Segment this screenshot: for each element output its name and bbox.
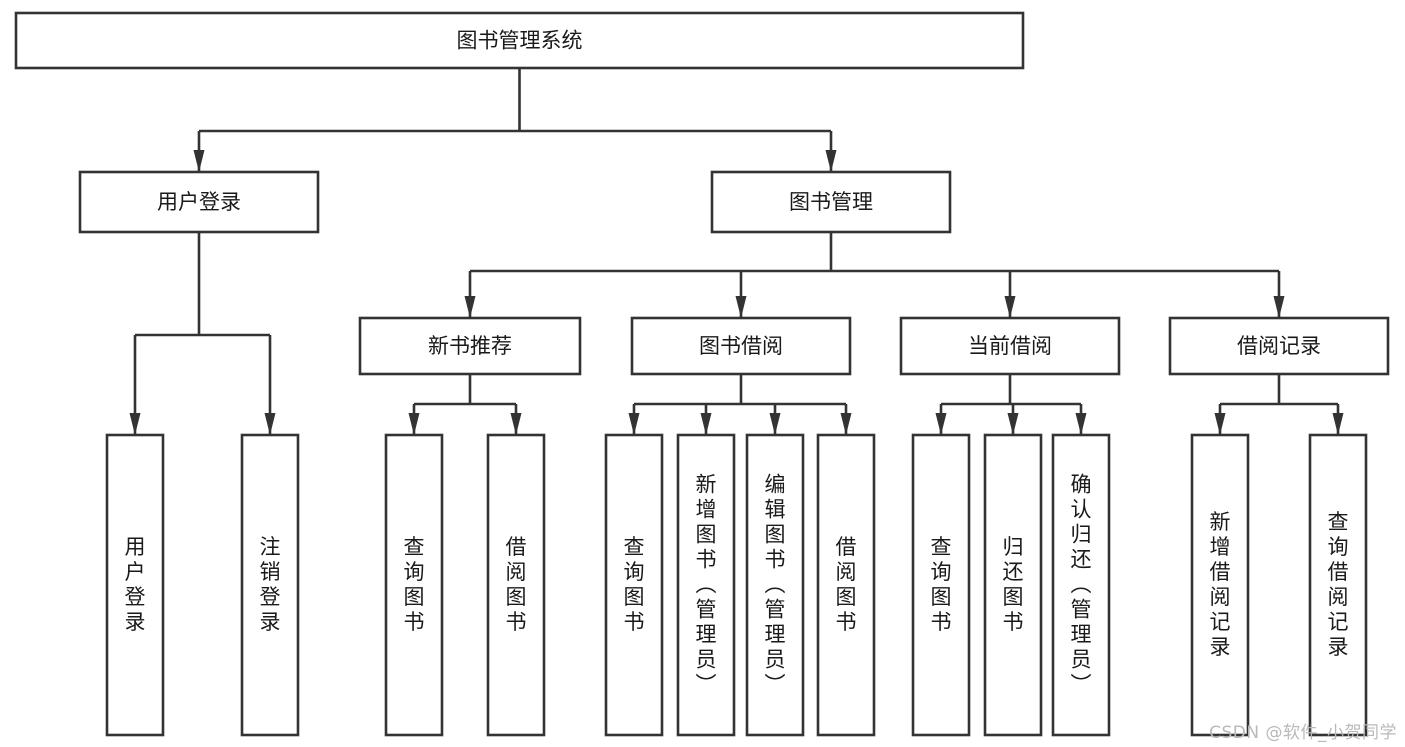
node-label: 确认归还︵管理员︶ — [1071, 473, 1092, 697]
arrow-head-icon — [129, 413, 141, 435]
node-leaf-10[interactable]: 确认归还︵管理员︶ — [1051, 433, 1111, 737]
arrow-head-icon — [1214, 413, 1226, 435]
arrow-head-icon — [1273, 296, 1285, 318]
node-label: 查询借阅记录 — [1328, 510, 1349, 659]
node-label: 借阅记录 — [1237, 334, 1321, 358]
node-leaf-7[interactable]: 借阅图书 — [816, 433, 876, 737]
node-leaf-11[interactable]: 新增借阅记录 — [1190, 433, 1250, 737]
node-label: 图书管理系统 — [457, 29, 583, 53]
node-box[interactable] — [1051, 433, 1111, 737]
node-leaf-1[interactable]: 注销登录 — [240, 433, 300, 737]
connector-group — [464, 232, 1285, 318]
node-box[interactable] — [384, 433, 444, 737]
node-leaf-0[interactable]: 用户登录 — [105, 433, 165, 737]
node-label: 查询图书 — [931, 535, 952, 634]
node-box[interactable] — [630, 316, 852, 376]
node-label: 当前借阅 — [968, 334, 1052, 358]
arrow-head-icon — [464, 296, 476, 318]
node-box[interactable] — [899, 316, 1121, 376]
node-label: 用户登录 — [157, 190, 241, 214]
arrow-head-icon — [408, 413, 420, 435]
node-label: 图书借阅 — [699, 334, 783, 358]
csdn-watermark: CSDN @软件_小贺同学 — [1209, 723, 1397, 743]
node-l2-1[interactable]: 图书管理 — [710, 170, 952, 234]
node-box[interactable] — [14, 11, 1025, 70]
arrow-head-icon — [935, 413, 947, 435]
arrow-head-icon — [510, 413, 522, 435]
arrow-head-icon — [825, 150, 837, 172]
node-box[interactable] — [604, 433, 664, 737]
node-label: 查询图书 — [624, 535, 645, 634]
node-box[interactable] — [911, 433, 971, 737]
node-label: 注销登录 — [260, 535, 281, 634]
node-box[interactable] — [816, 433, 876, 737]
node-label: 新增借阅记录 — [1210, 510, 1231, 659]
node-label: 新增图书︵管理员︶ — [696, 473, 717, 697]
node-leaf-4[interactable]: 查询图书 — [604, 433, 664, 737]
connector-group — [935, 374, 1087, 435]
arrow-head-icon — [1332, 413, 1344, 435]
connector-group — [193, 68, 837, 172]
node-root-0[interactable]: 图书管理系统 — [14, 11, 1025, 70]
node-box[interactable] — [1190, 433, 1250, 737]
node-box[interactable] — [745, 433, 805, 737]
node-l3-3[interactable]: 借阅记录 — [1168, 316, 1390, 376]
arrow-head-icon — [628, 413, 640, 435]
node-label: 编辑图书︵管理员︶ — [765, 473, 786, 697]
node-leaf-9[interactable]: 归还图书 — [983, 433, 1043, 737]
node-box[interactable] — [710, 170, 952, 234]
node-leaf-2[interactable]: 查询图书 — [384, 433, 444, 737]
node-box[interactable] — [78, 170, 320, 234]
node-label: 借阅图书 — [506, 535, 527, 634]
connector-group — [628, 374, 852, 435]
node-l3-1[interactable]: 图书借阅 — [630, 316, 852, 376]
arrow-head-icon — [735, 296, 747, 318]
node-l2-0[interactable]: 用户登录 — [78, 170, 320, 234]
node-box[interactable] — [105, 433, 165, 737]
node-leaf-5[interactable]: 新增图书︵管理员︶ — [676, 433, 736, 737]
arrow-head-icon — [1007, 413, 1019, 435]
node-leaf-3[interactable]: 借阅图书 — [486, 433, 546, 737]
edges-layer — [129, 68, 1344, 435]
arrow-head-icon — [700, 413, 712, 435]
node-leaf-8[interactable]: 查询图书 — [911, 433, 971, 737]
connector-group — [408, 374, 522, 435]
arrow-head-icon — [1075, 413, 1087, 435]
nodes-layer: 图书管理系统用户登录图书管理新书推荐图书借阅当前借阅借阅记录用户登录注销登录查询… — [14, 11, 1390, 737]
node-leaf-6[interactable]: 编辑图书︵管理员︶ — [745, 433, 805, 737]
node-box[interactable] — [983, 433, 1043, 737]
node-box[interactable] — [1168, 316, 1390, 376]
arrow-head-icon — [193, 150, 205, 172]
node-l3-0[interactable]: 新书推荐 — [358, 316, 582, 376]
arrow-head-icon — [769, 413, 781, 435]
node-box[interactable] — [676, 433, 736, 737]
node-box[interactable] — [1308, 433, 1368, 737]
node-l3-2[interactable]: 当前借阅 — [899, 316, 1121, 376]
node-label: 查询图书 — [404, 535, 425, 634]
node-label: 图书管理 — [789, 190, 873, 214]
node-leaf-12[interactable]: 查询借阅记录 — [1308, 433, 1368, 737]
arrow-head-icon — [1004, 296, 1016, 318]
node-box[interactable] — [486, 433, 546, 737]
node-label: 归还图书 — [1003, 535, 1024, 634]
node-label: 新书推荐 — [428, 334, 512, 358]
arrow-head-icon — [840, 413, 852, 435]
node-box[interactable] — [358, 316, 582, 376]
connector-group — [1214, 374, 1344, 435]
connector-group — [129, 232, 276, 435]
arrow-head-icon — [264, 413, 276, 435]
node-box[interactable] — [240, 433, 300, 737]
node-label: 用户登录 — [125, 535, 146, 634]
node-label: 借阅图书 — [836, 535, 857, 634]
